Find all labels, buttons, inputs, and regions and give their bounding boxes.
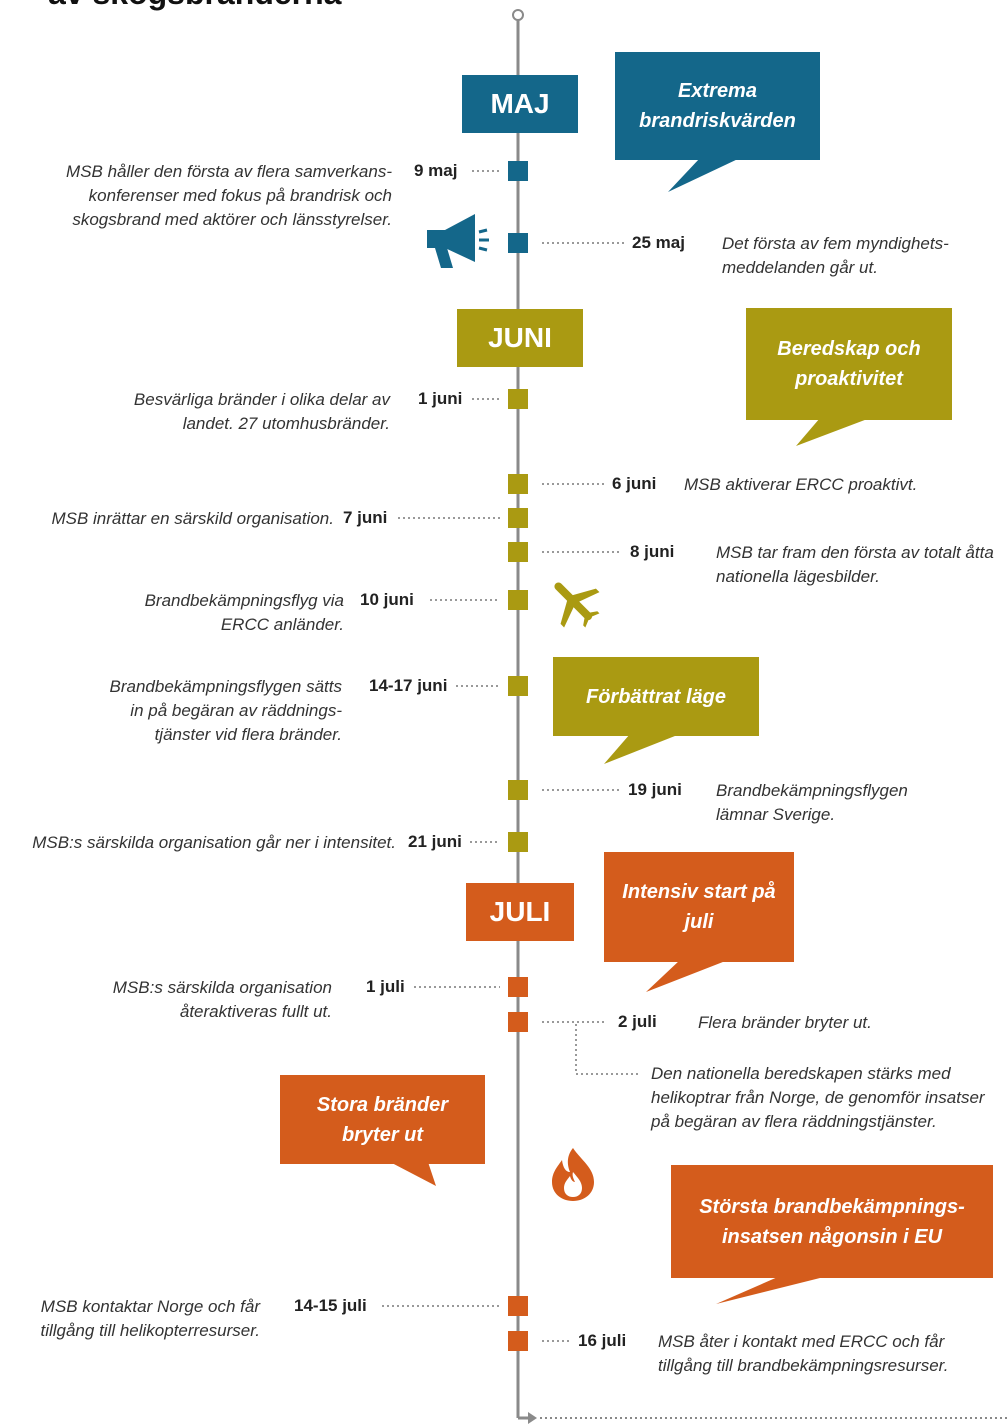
desc-25-maj: Det första av fem myndighets-meddelanden… — [722, 234, 949, 277]
megaphone-icon — [423, 210, 493, 272]
date-14-15-juli: 14-15 juli — [294, 1296, 367, 1315]
desc-21-juni: MSB:s särskilda organisation går ner i i… — [32, 833, 396, 852]
marker-2-juli — [508, 1012, 528, 1032]
bubble-forbattrat-lage: Förbättrat läge — [553, 657, 759, 736]
date-2-juli: 2 juli — [618, 1012, 657, 1031]
desc-10-juni: Brandbekämpningsflyg via ERCC anländer. — [144, 591, 344, 634]
timeline-start-node — [512, 9, 524, 21]
bubble-intensiv-start: Intensiv start på juli — [604, 852, 794, 962]
date-8-juni: 8 juni — [630, 542, 675, 561]
desc-19-juni: Brandbekämpningsflygen lämnar Sverige. — [716, 781, 908, 824]
desc-1-juli: MSB:s särskilda organisation återaktiver… — [112, 978, 332, 1021]
date-6-juni: 6 juni — [612, 474, 657, 493]
marker-16-juli — [508, 1331, 528, 1351]
desc-helikoptrar-norge: Den nationella beredskapen stärks med he… — [651, 1064, 985, 1131]
date-25-maj: 25 maj — [632, 233, 685, 252]
bubble-stora-brander: Stora bränder bryter ut — [280, 1075, 485, 1164]
date-9-maj: 9 maj — [414, 161, 458, 180]
desc-2-juli: Flera bränder bryter ut. — [698, 1013, 872, 1032]
date-16-juli: 16 juli — [578, 1331, 627, 1350]
marker-8-juni — [508, 542, 528, 562]
marker-7-juni — [508, 508, 528, 528]
marker-14-15-juli — [508, 1296, 528, 1316]
desc-14-17-juni: Brandbekämpningsflygen sätts in på begär… — [109, 677, 342, 744]
bubble-tail-b6 — [716, 1276, 828, 1304]
desc-7-juni: MSB inrättar en särskild organisation. — [51, 509, 334, 528]
desc-14-15-juli: MSB kontaktar Norge och får tillgång til… — [40, 1297, 260, 1340]
marker-14-17-juni — [508, 676, 528, 696]
marker-25-maj — [508, 233, 528, 253]
desc-16-juli: MSB åter i kontakt med ERCC och får till… — [658, 1332, 949, 1375]
bubble-extrema-brandriskvarden: Extrema brandriskvärden — [615, 52, 820, 160]
month-label-maj: MAJ — [462, 75, 578, 133]
desc-6-juni: MSB aktiverar ERCC proaktivt. — [684, 475, 918, 494]
marker-19-juni — [508, 780, 528, 800]
date-21-juni: 21 juni — [408, 832, 462, 851]
date-14-17-juni: 14-17 juni — [369, 676, 448, 695]
bubble-tail-b2 — [796, 418, 870, 446]
bubble-tail-b3 — [604, 734, 680, 764]
desc-8-juni: MSB tar fram den första av totalt åtta n… — [716, 543, 994, 586]
bubble-beredskap: Beredskap och proaktivitet — [746, 308, 952, 420]
bubble-tail-b5 — [390, 1162, 436, 1186]
date-19-juni: 19 juni — [628, 780, 682, 799]
bubble-tail-b1 — [668, 158, 740, 192]
desc-1-juni: Besvärliga bränder i olika delar av land… — [133, 390, 390, 433]
bubble-storsta-insatsen: Största brandbekämpnings-insatsen någons… — [671, 1165, 993, 1278]
date-1-juli: 1 juli — [366, 977, 405, 996]
date-7-juni: 7 juni — [343, 508, 388, 527]
bubble-tail-b4 — [646, 960, 728, 992]
marker-21-juni — [508, 832, 528, 852]
fire-icon — [548, 1146, 598, 1202]
month-label-juli: JULI — [466, 883, 574, 941]
airplane-icon — [545, 574, 603, 630]
marker-10-juni — [508, 590, 528, 610]
marker-1-juni — [508, 389, 528, 409]
date-10-juni: 10 juni — [360, 590, 414, 609]
marker-6-juni — [508, 474, 528, 494]
month-label-juni: JUNI — [457, 309, 583, 367]
date-1-juni: 1 juni — [418, 389, 463, 408]
marker-9-maj — [508, 161, 528, 181]
desc-9-maj: MSB håller den första av flera samverkan… — [66, 162, 392, 229]
page-title: av skogsbränderna — [48, 0, 488, 12]
marker-1-juli — [508, 977, 528, 997]
timeline-arrow-head — [528, 1412, 537, 1424]
